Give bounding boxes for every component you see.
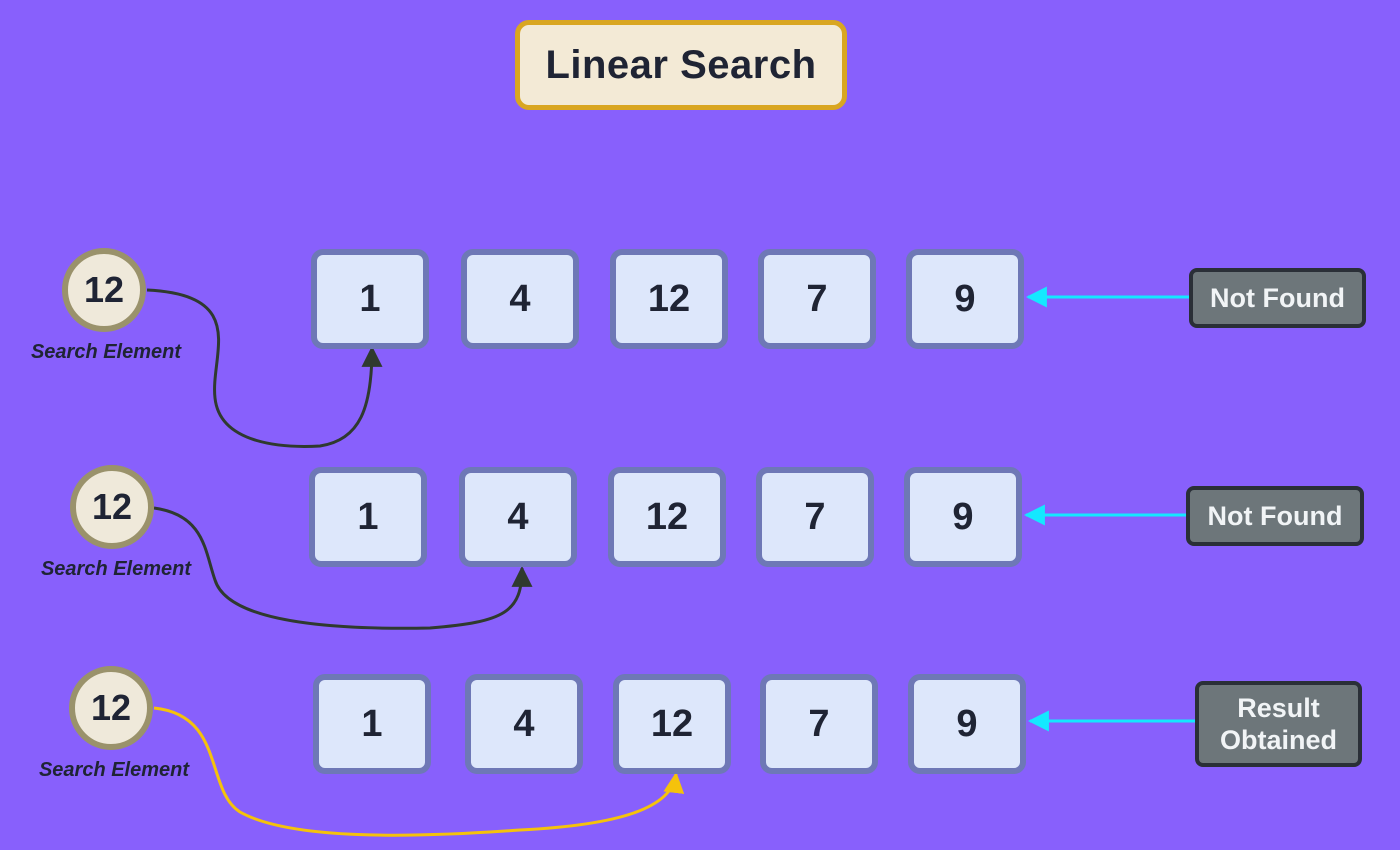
array-cell: 4 <box>459 467 577 567</box>
status-box: Not Found <box>1189 268 1366 328</box>
array-cell: 7 <box>756 467 874 567</box>
array-cell: 4 <box>465 674 583 774</box>
status-box: Result Obtained <box>1195 681 1362 767</box>
array-cell: 12 <box>608 467 726 567</box>
array-cell: 4 <box>461 249 579 349</box>
search-element-label: Search Element <box>30 341 182 363</box>
search-element-label: Search Element <box>40 558 192 580</box>
array-cell: 9 <box>906 249 1024 349</box>
array-cell: 7 <box>758 249 876 349</box>
search-element-circle: 12 <box>62 248 146 332</box>
search-element-label: Search Element <box>38 759 190 781</box>
array-cell: 1 <box>311 249 429 349</box>
array-cell: 12 <box>610 249 728 349</box>
array-cell: 9 <box>908 674 1026 774</box>
array-cell: 7 <box>760 674 878 774</box>
row-3-search-arrow <box>153 706 685 837</box>
row-1-search-arrow <box>146 288 383 448</box>
row-2-search-arrow <box>153 506 533 630</box>
array-cell: 1 <box>313 674 431 774</box>
array-cell: 12 <box>613 674 731 774</box>
array-cell: 1 <box>309 467 427 567</box>
array-cell: 9 <box>904 467 1022 567</box>
search-element-circle: 12 <box>69 666 153 750</box>
search-element-circle: 12 <box>70 465 154 549</box>
diagram-title: Linear Search <box>515 20 847 110</box>
status-box: Not Found <box>1186 486 1364 546</box>
